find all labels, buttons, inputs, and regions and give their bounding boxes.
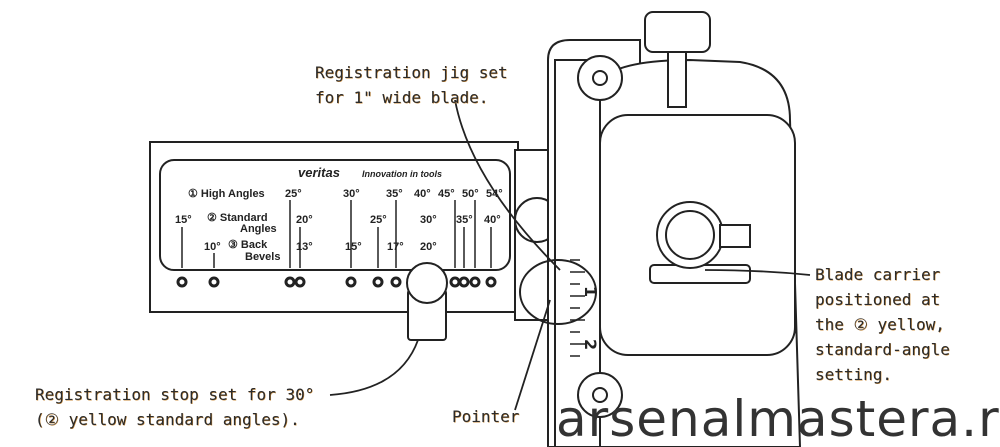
tick-label: 20° — [296, 214, 313, 226]
tick-label: 45° — [438, 188, 455, 200]
callout-line: standard-angle — [815, 340, 950, 359]
tick-label: 15° — [175, 214, 192, 226]
registration-stop — [406, 262, 448, 341]
tick-label: 35° — [456, 214, 473, 226]
tick-label: 25° — [285, 188, 302, 200]
scale-ticks — [181, 200, 492, 268]
tagline: Innovation in tools — [362, 169, 442, 179]
tick-label: 50° — [462, 188, 479, 200]
callout-line: Registration stop set for 30° — [35, 385, 315, 404]
callout-pointer: Pointer — [452, 407, 520, 426]
callout-line: Blade carrier — [815, 265, 941, 284]
row-label-high: ① High Angles — [188, 188, 265, 200]
scale-plate: veritas Innovation in tools ① High Angle… — [149, 141, 554, 321]
callout-line: Registration jig set — [315, 63, 508, 82]
tick-label: 13° — [296, 241, 313, 253]
tick-label: 25° — [370, 214, 387, 226]
tick-label: 10° — [204, 241, 221, 253]
leader-lines — [329, 99, 811, 411]
tick-label: 40° — [484, 214, 501, 226]
tick-label: 20° — [420, 241, 437, 253]
callout-line: (② yellow standard angles). — [35, 410, 300, 429]
watermark: arsenalmastera.ru — [556, 390, 1000, 447]
tick-label: 30° — [343, 188, 360, 200]
callout-carrier: Blade carrier positioned at the ② yellow… — [815, 262, 950, 387]
callout-jig: Registration jig set for 1" wide blade. — [315, 60, 508, 110]
pointer-highlight-circle — [519, 259, 597, 325]
callout-line: positioned at — [815, 290, 941, 309]
callout-line: setting. — [815, 365, 893, 384]
callout-stop: Registration stop set for 30° (② yellow … — [35, 382, 314, 432]
callout-line: the ② yellow, — [815, 315, 945, 334]
tick-label: 15° — [345, 241, 362, 253]
jig-body — [547, 11, 802, 447]
detent-holes — [176, 276, 497, 288]
adjust-knob — [644, 11, 711, 53]
brand-logo: veritas — [298, 165, 340, 180]
row-label-back: ③ Back — [228, 239, 268, 251]
tick-label: 35° — [386, 188, 403, 200]
row-label-bevels: Bevels — [245, 251, 280, 263]
tick-label: 40° — [414, 188, 431, 200]
row-label-standard: ② Standard — [207, 212, 268, 224]
ruler-mark-1: 1 — [581, 286, 600, 297]
ruler-mark-2: 2 — [581, 339, 600, 350]
callout-line: for 1" wide blade. — [315, 88, 489, 107]
tick-label: 30° — [420, 214, 437, 226]
row-label-angles: Angles — [240, 223, 277, 235]
